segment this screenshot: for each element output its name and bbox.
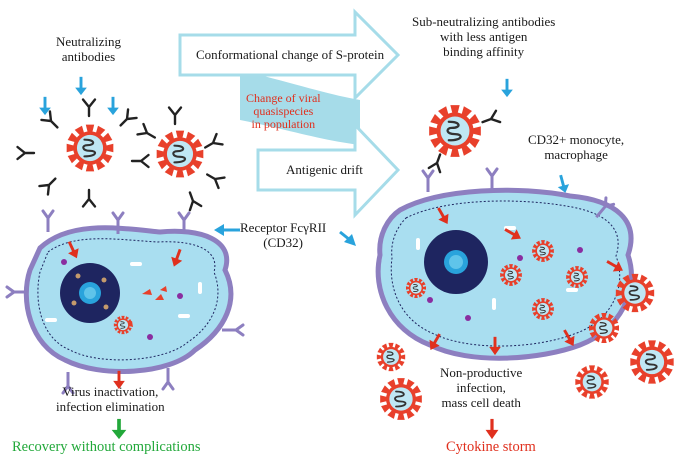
label-line: in population xyxy=(251,117,316,131)
label-line: mass cell death xyxy=(441,395,521,410)
label-line: infection elimination xyxy=(56,399,165,414)
virus-icon xyxy=(67,125,114,172)
label-line: with less antigen xyxy=(439,29,528,44)
label-conformational-change: Conformational change of S-protein xyxy=(196,47,385,62)
label-line: macrophage xyxy=(544,147,608,162)
label-cytokine-storm: Cytokine storm xyxy=(446,439,536,455)
label-line: Virus inactivation, xyxy=(62,384,159,399)
label-line: Sub-neutralizing antibodies xyxy=(412,14,556,29)
label-line: infection, xyxy=(456,380,506,395)
label-receptor: Receptor FcγRII (CD32) xyxy=(240,220,326,250)
label-line: Non-productive xyxy=(440,365,523,380)
label-sub-neutralizing: Sub-neutralizing antibodies with less an… xyxy=(412,14,555,59)
mechanism-arrows xyxy=(178,8,401,219)
label-line: binding affinity xyxy=(443,44,525,59)
label-virus-inactivation: Virus inactivation, infection eliminatio… xyxy=(56,384,165,414)
label-non-productive: Non-productive infection, mass cell deat… xyxy=(440,365,522,410)
label-line: Receptor FcγRII xyxy=(240,220,327,235)
label-line: antibodies xyxy=(61,49,116,64)
label-recovery: Recovery without complications xyxy=(12,439,201,455)
label-line: (CD32) xyxy=(263,235,303,250)
label-line: CD32+ monocyte, xyxy=(528,132,625,147)
left-cell xyxy=(5,209,245,395)
label-quasispecies: Change of viral quasispecies in populati… xyxy=(246,92,321,131)
receptor-arrows xyxy=(214,224,356,246)
label-neutralizing-antibodies: Neutralizing antibodies xyxy=(56,34,121,64)
label-antigenic-drift: Antigenic drift xyxy=(286,162,363,177)
label-cd32-monocyte: CD32+ monocyte, macrophage xyxy=(528,132,624,162)
label-line: quasispecies xyxy=(253,104,314,118)
label-line: Neutralizing xyxy=(56,34,121,49)
label-line: Change of viral xyxy=(246,91,321,105)
right-cell xyxy=(375,167,634,440)
